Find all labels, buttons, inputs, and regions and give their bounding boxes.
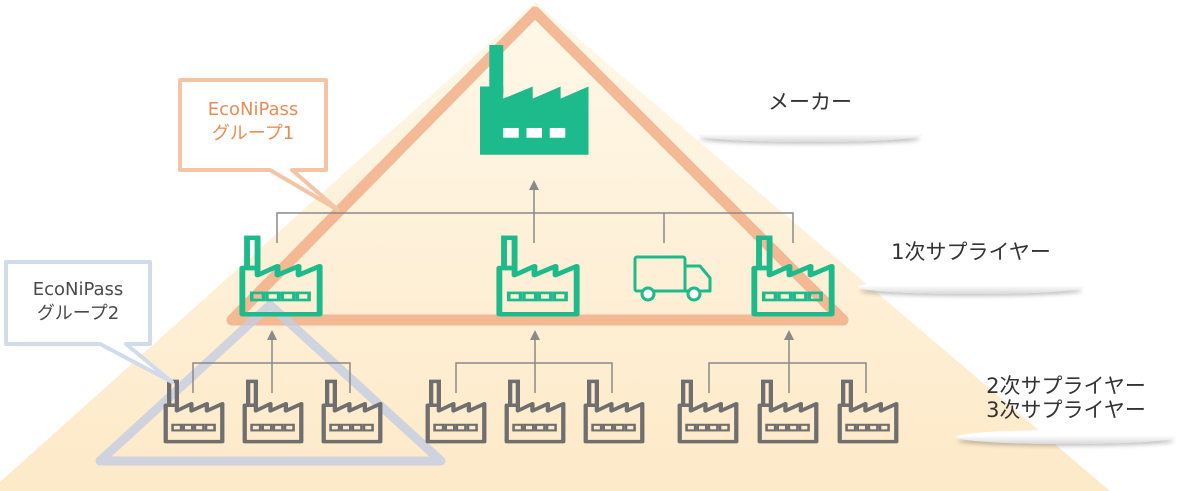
tier3-label: 3次サプライヤー bbox=[986, 398, 1146, 422]
tier1-factory-icon bbox=[239, 235, 323, 317]
tier2-factory-icon bbox=[504, 379, 566, 444]
connector-maker bbox=[276, 188, 794, 243]
connector-cluster-3 bbox=[708, 338, 867, 393]
tier1-factory-icon bbox=[751, 235, 835, 317]
group2-label-line1: EcoNiPass bbox=[32, 279, 124, 300]
group1-callout bbox=[178, 78, 340, 212]
arrow-head-cluster-3 bbox=[784, 330, 794, 340]
tier23-shelf bbox=[956, 430, 1176, 444]
arrow-head-maker bbox=[529, 180, 539, 190]
tier1-label: 1次サプライヤー bbox=[891, 240, 1051, 264]
maker-tier-label: メーカー bbox=[768, 90, 852, 114]
tier2-factory-icon bbox=[425, 379, 487, 444]
connector-cluster-1 bbox=[192, 338, 351, 393]
group1-outline bbox=[226, 6, 849, 326]
tier2-factory-icon bbox=[321, 379, 383, 444]
tier1-factory-icon bbox=[496, 235, 580, 317]
tier2-label: 2次サプライヤー bbox=[986, 374, 1146, 398]
tier2-factory-icon bbox=[757, 379, 819, 444]
arrow-head-cluster-2 bbox=[530, 330, 540, 340]
group1-label-line2: グループ1 bbox=[211, 123, 295, 144]
maker-factory-icon bbox=[480, 45, 589, 155]
maker-shelf bbox=[698, 128, 922, 142]
tier2-factory-icon bbox=[837, 379, 899, 444]
pyramid-background bbox=[0, 2, 1110, 491]
tier1-shelf bbox=[858, 280, 1084, 294]
tier23-label: 2次サプライヤー 3次サプライヤー bbox=[956, 374, 1176, 422]
tier2-factory-icon bbox=[583, 379, 645, 444]
arrow-head-cluster-1 bbox=[267, 330, 277, 340]
group1-label-line1: EcoNiPass bbox=[207, 99, 299, 120]
group2-label-line2: グループ2 bbox=[36, 303, 120, 324]
group2-label: EcoNiPass グループ2 bbox=[8, 278, 148, 326]
group2-callout bbox=[4, 260, 174, 384]
connector-cluster-2 bbox=[455, 338, 613, 393]
group1-label: EcoNiPass グループ1 bbox=[182, 98, 324, 146]
truck-icon bbox=[633, 255, 712, 302]
tier2-factory-icon bbox=[242, 379, 304, 444]
group2-outline bbox=[95, 300, 446, 466]
tier2-factory-icon bbox=[163, 379, 225, 444]
tier2-factory-icon bbox=[677, 379, 739, 444]
